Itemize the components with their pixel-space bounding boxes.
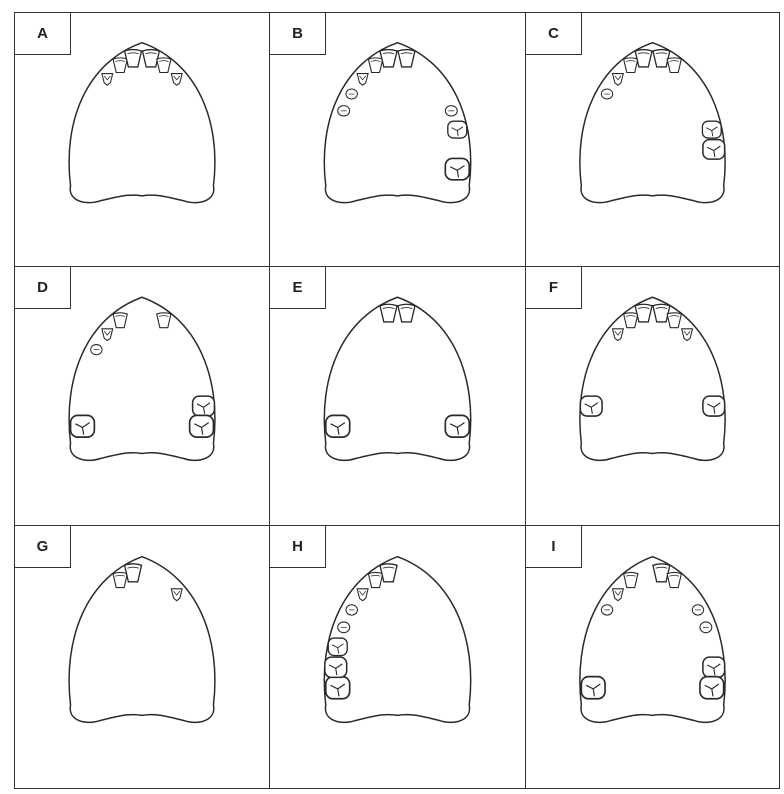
- tooth-14: [448, 121, 467, 138]
- tooth-1: [581, 677, 605, 699]
- panel-c: C: [526, 13, 779, 266]
- tooth-12: [692, 605, 703, 615]
- tooth-16: [445, 158, 469, 179]
- panel-b: B: [270, 13, 525, 266]
- panel-g: G: [15, 526, 269, 788]
- tooth-4: [338, 622, 350, 633]
- tooth-2: [580, 396, 602, 416]
- tooth-15: [703, 140, 725, 160]
- tooth-1: [326, 415, 350, 437]
- arch-outline: [69, 557, 215, 723]
- tooth-10: [157, 313, 171, 328]
- tooth-9: [142, 50, 159, 67]
- tooth-9: [398, 50, 415, 67]
- panel-label: I: [526, 526, 582, 568]
- tooth-10: [667, 572, 681, 587]
- tooth-10: [667, 58, 681, 73]
- tooth-8: [635, 304, 652, 322]
- tooth-8: [125, 50, 142, 67]
- tooth-5: [601, 89, 612, 99]
- arch-outline: [580, 297, 725, 460]
- panel-i: I: [526, 526, 779, 788]
- tooth-15: [703, 657, 725, 677]
- tooth-8: [380, 50, 397, 67]
- tooth-7: [624, 572, 638, 587]
- tooth-10: [157, 58, 171, 73]
- tooth-7: [368, 58, 382, 73]
- tooth-7: [624, 58, 638, 73]
- tooth-9: [653, 50, 670, 67]
- panel-label: F: [526, 267, 582, 309]
- panel-label: E: [270, 267, 326, 309]
- tooth-5: [346, 605, 357, 615]
- tooth-8: [380, 564, 397, 582]
- tooth-7: [113, 58, 127, 73]
- panel-label: H: [270, 526, 326, 568]
- tooth-8: [635, 50, 652, 67]
- tooth-5: [601, 605, 612, 615]
- tooth-7: [113, 572, 127, 587]
- tooth-7: [624, 313, 638, 328]
- tooth-4: [338, 106, 350, 116]
- panel-label: D: [15, 267, 71, 309]
- tooth-16: [190, 415, 214, 437]
- panel-label: G: [15, 526, 71, 568]
- panel-a: A: [15, 13, 269, 266]
- arch-outline: [69, 43, 215, 203]
- panel-e: E: [270, 267, 525, 525]
- tooth-7: [113, 313, 127, 328]
- tooth-10: [667, 313, 681, 328]
- tooth-8: [125, 564, 142, 582]
- tooth-16: [700, 677, 724, 699]
- tooth-1: [71, 415, 95, 437]
- panel-label: B: [270, 13, 326, 55]
- tooth-13: [700, 622, 712, 633]
- tooth-14: [702, 121, 721, 138]
- panel-h: H: [270, 526, 525, 788]
- tooth-15: [193, 396, 215, 416]
- tooth-5: [91, 345, 102, 355]
- tooth-1: [326, 677, 350, 699]
- panel-d: D: [15, 267, 269, 525]
- tooth-9: [653, 564, 670, 582]
- tooth-3: [328, 638, 347, 656]
- tooth-13: [445, 106, 457, 116]
- tooth-16: [445, 415, 469, 437]
- tooth-5: [346, 89, 357, 99]
- panel-label: C: [526, 13, 582, 55]
- panel-f: F: [526, 267, 779, 525]
- panel-grid: A B C D E F G H I: [14, 12, 780, 789]
- tooth-8: [380, 304, 397, 322]
- tooth-15: [703, 396, 725, 416]
- tooth-9: [398, 304, 415, 322]
- tooth-7: [368, 572, 382, 587]
- tooth-2: [325, 657, 347, 677]
- panel-label: A: [15, 13, 71, 55]
- tooth-9: [653, 304, 670, 322]
